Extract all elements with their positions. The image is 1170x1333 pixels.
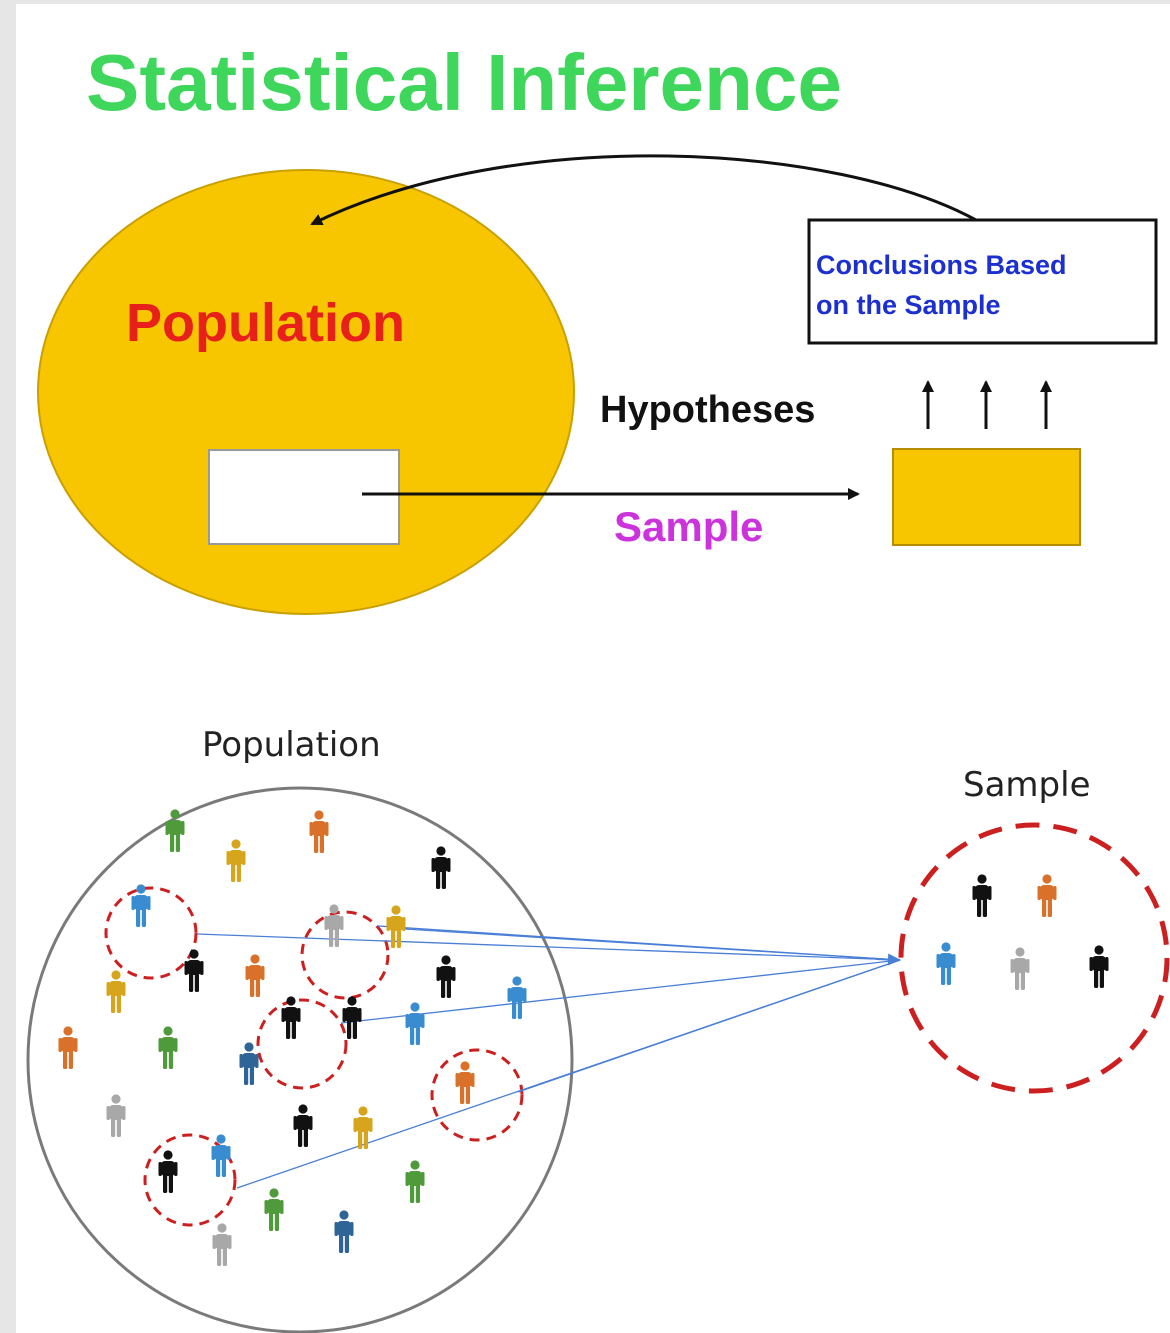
- person-icon: [936, 942, 956, 985]
- person-icon: [405, 1002, 425, 1045]
- population-sample-box: [208, 449, 400, 545]
- selected-member-circles: [104, 886, 524, 1227]
- person-icon: [431, 846, 451, 889]
- selection-dashed-circle: [300, 910, 390, 1000]
- person-icon: [405, 1160, 425, 1203]
- person-icon: [158, 1026, 178, 1069]
- sample-box: [892, 448, 1081, 546]
- person-icon: [106, 1094, 126, 1137]
- inference-curve-arrow: [310, 154, 977, 226]
- selection-connector-line: [236, 959, 901, 1189]
- population-label: Population: [126, 293, 405, 353]
- person-icon: [293, 1104, 313, 1147]
- person-icon: [158, 1150, 178, 1193]
- person-icon: [1037, 874, 1057, 917]
- page-title: Statistical Inference: [86, 38, 842, 127]
- selection-connector-line: [340, 959, 901, 1024]
- sample-circle: [898, 822, 1170, 1094]
- hypothesis-arrows: [922, 380, 1052, 429]
- person-icon: [455, 1061, 475, 1104]
- population-circle: [26, 786, 574, 1333]
- person-icon: [106, 970, 126, 1013]
- person-icon: [436, 955, 456, 998]
- person-icon: [972, 874, 992, 917]
- person-icon: [245, 954, 265, 997]
- population-title: Population: [202, 725, 381, 765]
- person-icon: [1010, 947, 1030, 990]
- population-sample-diagram: Population Sample: [26, 725, 1170, 1333]
- people: [58, 809, 1109, 1266]
- conclusions-box: [807, 218, 1158, 345]
- conclusions-line-1: Conclusions Based: [816, 250, 1067, 280]
- selection-connectors: [196, 925, 901, 1189]
- person-icon: [239, 1042, 259, 1085]
- person-icon: [309, 810, 329, 853]
- sample-label: Sample: [614, 503, 763, 550]
- conclusions-line-2: on the Sample: [816, 290, 1001, 320]
- population-ellipse: [37, 169, 575, 615]
- left-margin-strip: [0, 0, 16, 1333]
- statistical-inference-diagram: Statistical Inference Population Sample …: [37, 38, 1158, 615]
- person-icon: [226, 839, 246, 882]
- person-icon: [58, 1026, 78, 1069]
- hypotheses-label: Hypotheses: [600, 389, 815, 431]
- person-icon: [184, 949, 204, 992]
- person-icon: [264, 1188, 284, 1231]
- person-icon: [212, 1223, 232, 1266]
- selection-dashed-circle: [104, 886, 198, 980]
- person-icon: [1089, 945, 1109, 988]
- statistical-inference-panel: Statistical Inference Population Sample …: [16, 0, 1170, 640]
- selection-connector-line: [196, 933, 901, 961]
- selection-dashed-circle: [430, 1048, 524, 1142]
- selection-dashed-circle: [256, 998, 348, 1090]
- selection-connector-line: [404, 928, 901, 961]
- person-icon: [507, 976, 527, 1019]
- person-icon: [324, 904, 344, 947]
- sample-title: Sample: [963, 765, 1090, 805]
- person-icon: [334, 1210, 354, 1253]
- connector-arrowhead: [875, 953, 901, 966]
- person-icon: [211, 1134, 231, 1177]
- population-sample-panel: Population Sample: [16, 640, 1170, 1333]
- selection-dashed-circle: [143, 1133, 237, 1227]
